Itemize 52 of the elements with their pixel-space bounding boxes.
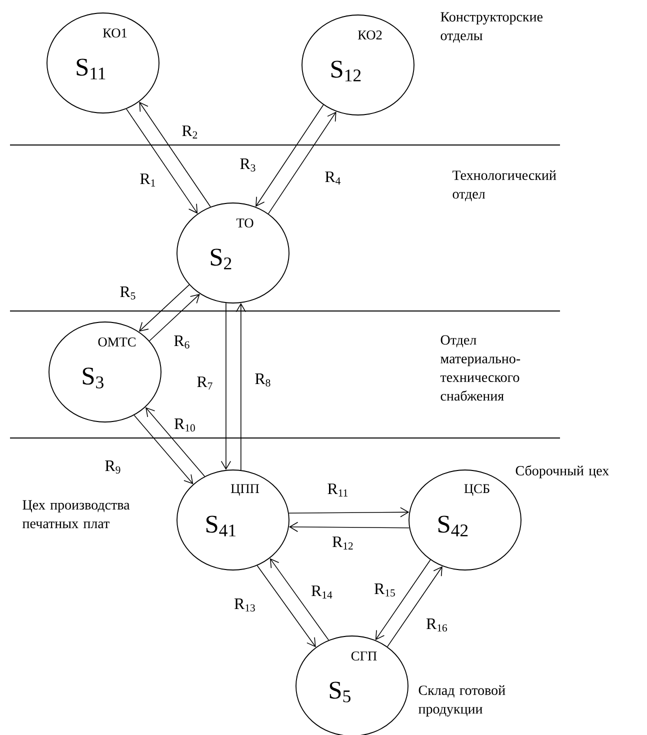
arrow — [134, 414, 194, 484]
node-label: КО2 — [358, 30, 382, 40]
edge-label: R$_{14}$ — [310, 584, 334, 600]
state-symbol: S$_{3}$ — [82, 368, 104, 388]
arrow — [375, 559, 431, 640]
arrow — [138, 284, 190, 332]
arrow — [288, 522, 410, 532]
edge-label: R$_{4}$ — [323, 170, 343, 186]
department-name: Технологический отдел — [452, 170, 556, 202]
department-name: Сборочный цех — [516, 465, 609, 478]
edge-label: R$_{2}$ — [180, 124, 200, 140]
edge-label: R$_{3}$ — [238, 157, 258, 173]
node-label: КО1 — [102, 28, 127, 38]
state-symbol: S$_{42}$ — [438, 516, 468, 536]
arrow — [220, 302, 232, 470]
edge-label: R$_{16}$ — [424, 617, 450, 633]
node-label: ЦПП — [230, 484, 260, 496]
edge-label: R$_{1}$ — [138, 172, 158, 188]
department-name: Склад готовой продукции — [418, 685, 506, 717]
arrow — [139, 102, 211, 208]
department-name: Отдел материально-технического снабжения — [440, 335, 520, 401]
edge-label: R$_{9}$ — [103, 459, 123, 475]
edge-label: R$_{15}$ — [372, 582, 398, 598]
arrow — [288, 507, 410, 518]
node-label: СГП — [351, 652, 377, 660]
edge-label: R$_{6}$ — [172, 334, 192, 350]
edge-label: R$_{13}$ — [232, 597, 258, 613]
arrow — [270, 558, 329, 640]
department-name: Цех производства печатных плат — [22, 500, 130, 528]
state-symbol: S$_{5}$ — [330, 682, 350, 702]
node-label: ЦСБ — [464, 484, 490, 496]
arrow — [256, 104, 324, 207]
state-symbol: S$_{11}$ — [76, 58, 106, 80]
edge-label: R$_{8}$ — [253, 372, 273, 388]
state-symbol: S$_{2}$ — [210, 248, 232, 270]
arrow — [126, 108, 198, 214]
edge-label: R$_{5}$ — [118, 285, 138, 301]
edge-label: R$_{12}$ — [330, 535, 356, 551]
arrow — [149, 294, 200, 342]
arrow — [256, 565, 316, 648]
arrow — [268, 112, 336, 214]
arrow — [387, 566, 442, 648]
arrow — [236, 302, 246, 470]
arrow — [145, 407, 206, 477]
department-name: Конструкторские отделы — [440, 12, 543, 43]
node-label: ОМТС — [98, 338, 136, 346]
node-label: ТО — [236, 218, 254, 228]
edge-label: R$_{11}$ — [326, 482, 350, 498]
state-symbol: S$_{41}$ — [206, 516, 236, 536]
edge-label: R$_{7}$ — [195, 375, 215, 391]
state-symbol: S$_{12}$ — [331, 60, 361, 82]
edge-label: R$_{10}$ — [172, 417, 198, 433]
